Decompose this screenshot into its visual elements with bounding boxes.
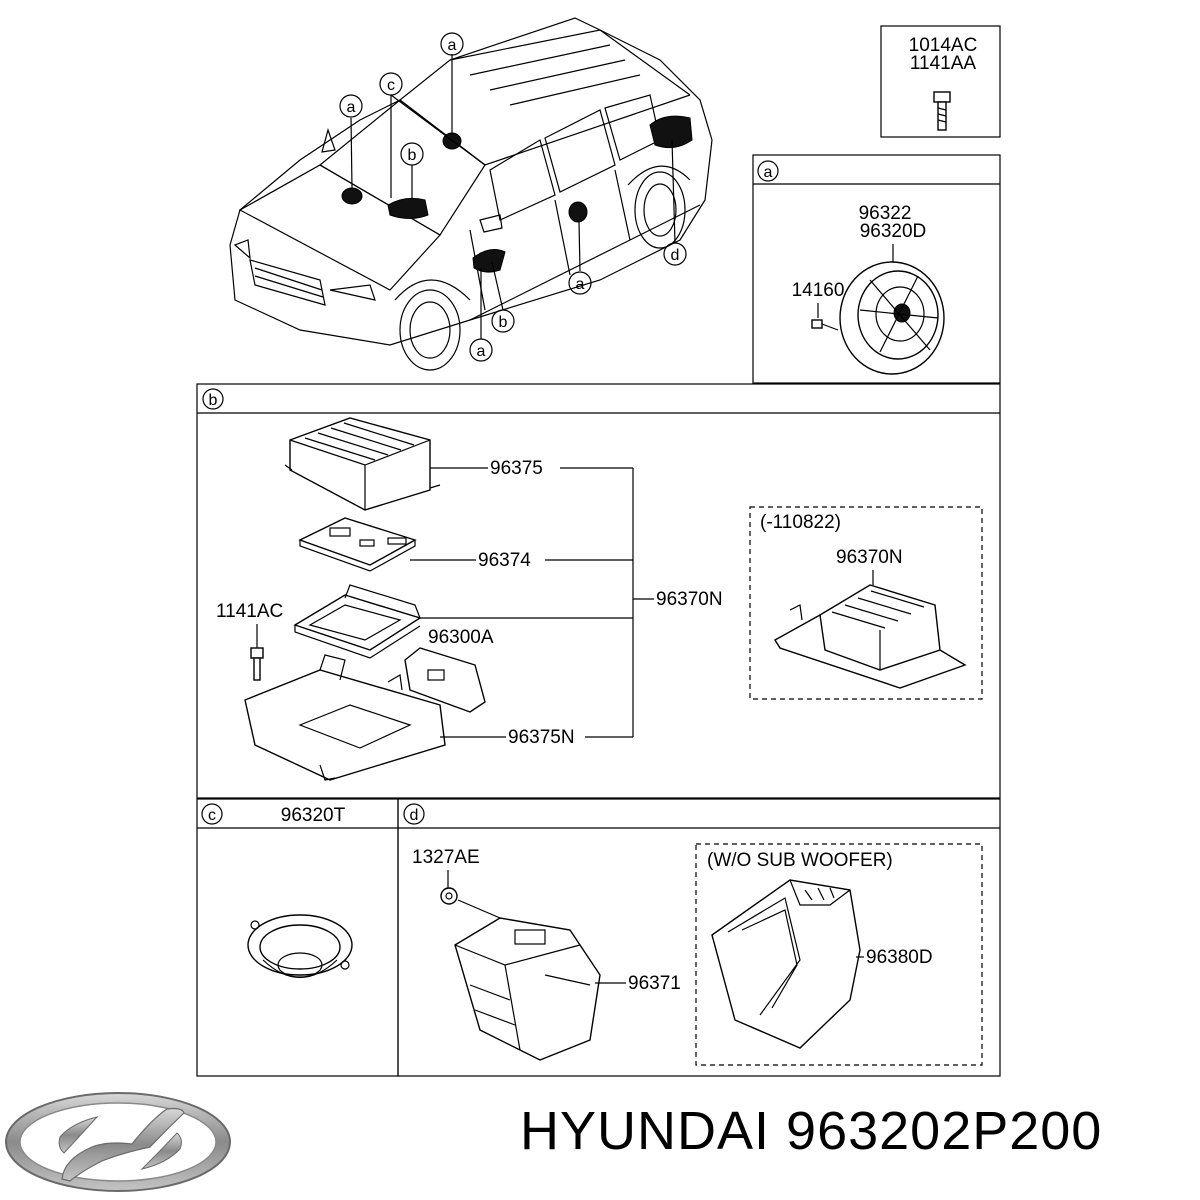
speaker-screw-code: 14160	[792, 280, 845, 301]
inset-title: (W/O SUB WOOFER)	[707, 850, 893, 871]
inset-part-code: 96370N	[836, 547, 903, 568]
callout-b-upper: b	[400, 142, 424, 166]
amplifier-assembly-icon	[774, 584, 967, 689]
car-illustration	[229, 17, 713, 371]
callout-a-lower: a	[469, 338, 493, 362]
svg-text:c: c	[387, 77, 395, 94]
amplifier-chassis-icon	[293, 584, 422, 659]
nut-code: 1327AE	[412, 847, 480, 868]
amplifier-cover-icon	[284, 417, 441, 511]
panel-d-tag: d	[410, 807, 419, 824]
brand-name: HYUNDAI	[520, 1101, 771, 1161]
circuit-board-icon	[298, 517, 417, 572]
panel-b-inset: (-110822) 96370N	[749, 506, 983, 700]
panel-b-leaders	[256, 467, 654, 738]
tweeter-speaker-icon	[247, 914, 353, 979]
hyundai-logo-icon	[5, 1092, 231, 1192]
callout-b-lower: b	[491, 309, 515, 333]
panel-a: a 96322 96320D 14160	[752, 154, 1001, 384]
svg-text:a: a	[448, 37, 457, 54]
amp-assembly-code: 96370N	[656, 589, 723, 610]
speaker-code-1: 96322	[859, 203, 912, 224]
panel-b-tag: b	[209, 392, 218, 409]
svg-text:a: a	[576, 276, 585, 293]
svg-text:b: b	[499, 314, 508, 331]
svg-text:a: a	[477, 343, 486, 360]
speaker-screw-icon	[811, 319, 839, 331]
car-leader-lines	[350, 54, 676, 339]
callout-a-door: a	[568, 271, 592, 295]
circuit-board-code: 96374	[478, 550, 531, 571]
bolt-icon	[933, 91, 951, 131]
fastener-code-2: 1141AA	[910, 53, 977, 74]
bracket-screw-code: 1141AC	[216, 601, 283, 622]
speaker-code-2: 96320D	[860, 221, 927, 242]
door-speaker-icon	[839, 261, 945, 375]
callout-a-top: a	[440, 32, 464, 56]
panel-b: b	[196, 383, 1001, 799]
callout-d: d	[663, 242, 687, 266]
subwoofer-enclosure-icon	[454, 917, 601, 1061]
fastener-box: 1014AC 1141AA	[880, 25, 1001, 138]
inset-range-label: (-110822)	[760, 512, 841, 533]
fastener-code-1: 1014AC	[909, 35, 978, 56]
subwoofer-code: 96371	[628, 973, 681, 994]
base-bracket-icon	[244, 654, 446, 781]
tweeter-code: 96320T	[281, 805, 346, 826]
mounting-plate-icon	[404, 647, 486, 713]
svg-text:a: a	[347, 99, 356, 116]
panel-c: c 96320T	[196, 798, 399, 1077]
panel-d: d 1327AE 96371 (W/O SUB WOOFER)	[397, 798, 1001, 1077]
amp-cover-code: 96375	[490, 458, 543, 479]
mounting-plate-code: 96300A	[428, 627, 494, 648]
panel-a-tag: a	[764, 164, 773, 181]
panel-c-tag: c	[208, 807, 216, 824]
part-number: 963202P200	[786, 1101, 1103, 1161]
car-speaker-markers	[341, 115, 693, 273]
svg-text:b: b	[408, 147, 417, 164]
bracket-screw-icon	[250, 647, 264, 681]
nut-icon	[440, 887, 458, 905]
parts-diagram: a a c b a b a d 1014AC 1141AA	[196, 17, 1001, 1077]
speaker-cover-icon	[711, 879, 861, 1049]
callout-a-windshield: a	[339, 94, 363, 118]
svg-text:d: d	[671, 247, 680, 264]
speaker-cover-code: 96380D	[866, 947, 933, 968]
callout-c: c	[379, 72, 403, 96]
base-bracket-code: 96375N	[508, 727, 575, 748]
panel-d-inset: (W/O SUB WOOFER) 96380D	[695, 843, 983, 1066]
